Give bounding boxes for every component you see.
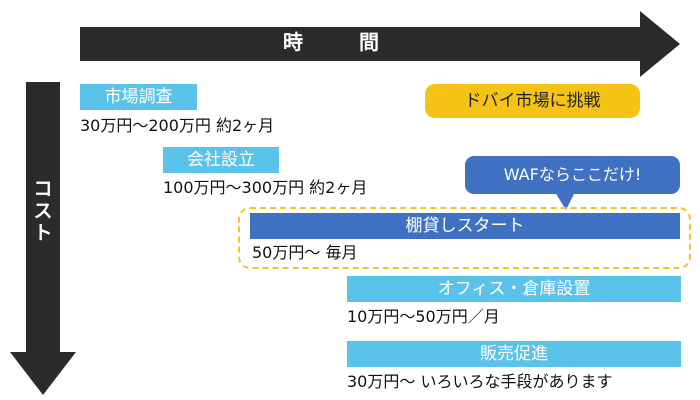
stage-cost-market-research: 30万円〜200万円 約2ヶ月	[80, 116, 275, 135]
cost-axis-char: ト	[33, 222, 53, 244]
cost-axis-char: コ	[33, 178, 53, 200]
highlight-frame	[238, 207, 691, 269]
dubai-challenge-badge: ドバイ市場に挑戦	[425, 84, 640, 118]
cost-axis-label: コ ス ト	[25, 178, 61, 244]
waf-callout: WAFならここだけ!	[465, 156, 680, 194]
stage-tag-sales-promotion: 販売促進	[347, 341, 681, 367]
time-axis-label: 時 間	[283, 30, 397, 54]
stage-tag-company-setup: 会社設立	[163, 147, 279, 173]
stage-cost-sales-promotion: 30万円〜 いろいろな手段があります	[347, 372, 613, 391]
stage-cost-shelf-rental: 50万円〜 毎月	[252, 243, 358, 262]
stage-tag-market-research: 市場調査	[80, 84, 197, 110]
stage-cost-office-warehouse: 10万円〜50万円／月	[347, 307, 500, 326]
stage-tag-office-warehouse: オフィス・倉庫設置	[347, 276, 681, 302]
stage-cost-company-setup: 100万円〜300万円 約2ヶ月	[163, 178, 368, 197]
cost-axis-char: ス	[33, 200, 53, 222]
stage-tag-shelf-rental: 棚貸しスタート	[250, 213, 680, 239]
